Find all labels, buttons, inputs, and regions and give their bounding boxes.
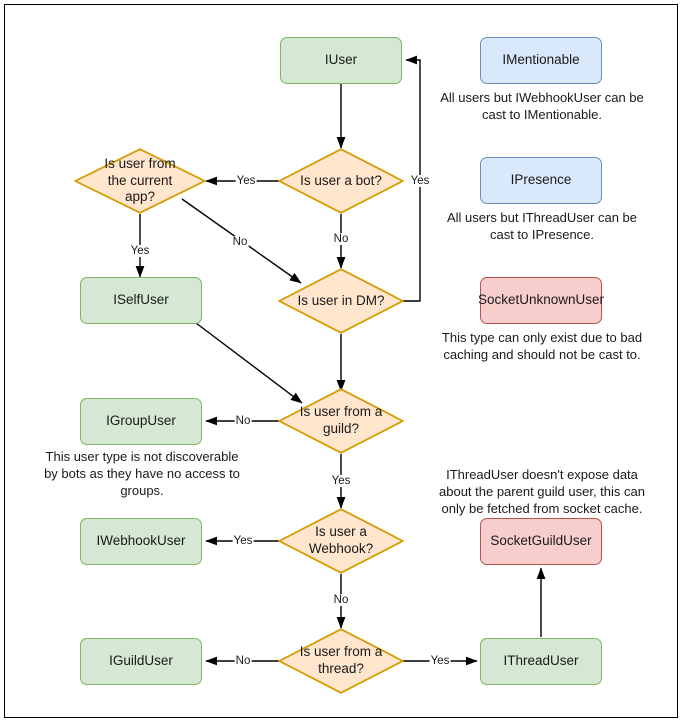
node-igroupuser-label: IGroupUser <box>106 413 176 429</box>
diamond-shape <box>278 628 404 694</box>
note-ipresence: All users but IThreadUser can be cast to… <box>446 210 638 242</box>
edge-label-currentapp-no: No <box>231 236 249 248</box>
edge-label-thread-no: No <box>234 655 252 667</box>
node-iuser[interactable]: IUser <box>280 37 402 84</box>
edge-label-thread-yes: Yes <box>429 655 451 667</box>
node-is-user-a-webhook-label: Is user a Webhook? <box>308 524 374 556</box>
node-is-user-from-current-app-label: Is user from the current app? <box>104 155 176 205</box>
node-is-user-a-webhook[interactable]: Is user a Webhook? <box>278 508 404 574</box>
edge-label-webhook-no: No <box>332 594 350 606</box>
edge-label-guild-yes: Yes <box>330 475 352 487</box>
node-iselfuser[interactable]: ISelfUser <box>80 277 202 324</box>
node-imentionable-label: IMentionable <box>502 52 580 68</box>
node-iselfuser-label: ISelfUser <box>113 292 169 308</box>
node-is-user-from-guild-label: Is user from a guild? <box>299 404 383 436</box>
node-is-user-a-bot[interactable]: Is user a bot? <box>278 148 404 214</box>
edge-label-dm-yes: Yes <box>409 175 431 187</box>
note-imentionable: All users but IWebhookUser can be cast t… <box>440 90 644 122</box>
node-socketguilduser[interactable]: SocketGuildUser <box>480 518 602 565</box>
node-is-user-in-dm-label: Is user in DM? <box>297 292 385 308</box>
edge-label-bot-yes: Yes <box>235 175 257 187</box>
edge-iselfuser-to-isfromguild <box>191 319 303 404</box>
node-ipresence-label: IPresence <box>510 172 572 188</box>
node-is-user-from-current-app[interactable]: Is user from the current app? <box>74 148 206 214</box>
node-imentionable[interactable]: IMentionable <box>480 37 602 84</box>
edge-label-webhook-yes: Yes <box>232 535 254 547</box>
node-is-user-from-thread[interactable]: Is user from a thread? <box>278 628 404 694</box>
edge-label-bot-no: No <box>332 233 350 245</box>
node-is-user-from-thread-label: Is user from a thread? <box>299 644 383 676</box>
node-is-user-a-bot-label: Is user a bot? <box>300 172 382 188</box>
node-iwebhookuser[interactable]: IWebhookUser <box>80 518 202 565</box>
diamond-shape <box>74 148 206 214</box>
note-igroupuser: This user type is not discoverable by bo… <box>44 449 240 498</box>
note-socketunknownuser: This type can only exist due to bad cach… <box>441 330 643 362</box>
node-socketunknownuser-label: SocketUnknownUser <box>477 292 605 308</box>
node-socketguilduser-label: SocketGuildUser <box>490 533 592 549</box>
diamond-shape <box>278 268 404 334</box>
node-iwebhookuser-label: IWebhookUser <box>96 533 186 549</box>
node-ipresence[interactable]: IPresence <box>480 157 602 204</box>
node-is-user-in-dm[interactable]: Is user in DM? <box>278 268 404 334</box>
node-iuser-label: IUser <box>324 52 358 68</box>
edge-label-currentapp-yes: Yes <box>129 245 151 257</box>
node-iguilduser[interactable]: IGuildUser <box>80 638 202 685</box>
note-socketguilduser: IThreadUser doesn't expose data about th… <box>439 467 645 516</box>
node-igroupuser[interactable]: IGroupUser <box>80 398 202 445</box>
node-ithreaduser-label: IThreadUser <box>503 653 579 669</box>
diamond-shape <box>278 508 404 574</box>
edge-label-guild-no: No <box>234 415 252 427</box>
node-iguilduser-label: IGuildUser <box>109 653 173 669</box>
diamond-shape <box>278 388 404 454</box>
diamond-shape <box>278 148 404 214</box>
node-is-user-from-guild[interactable]: Is user from a guild? <box>278 388 404 454</box>
node-socketunknownuser[interactable]: SocketUnknownUser <box>477 277 605 324</box>
node-ithreaduser[interactable]: IThreadUser <box>480 638 602 685</box>
